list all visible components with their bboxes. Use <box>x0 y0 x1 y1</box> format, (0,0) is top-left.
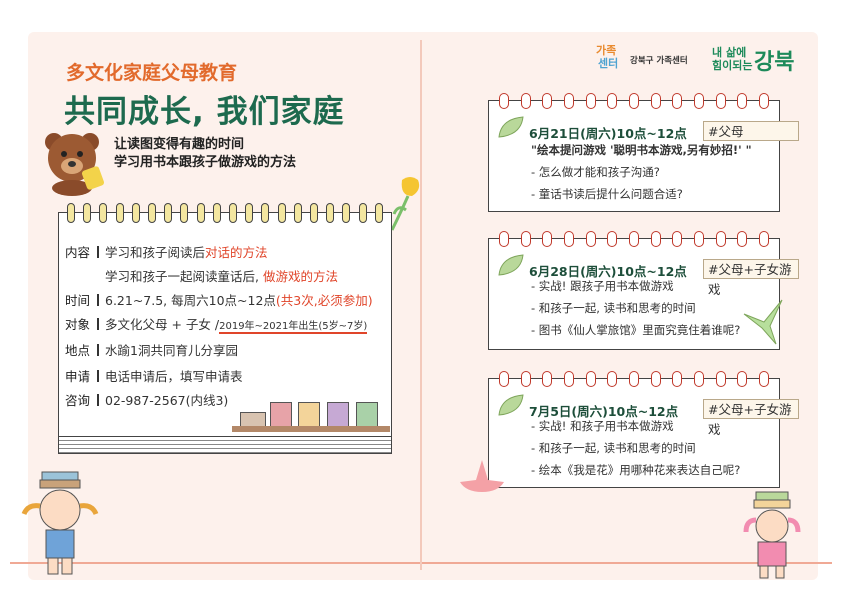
flower-icon <box>390 177 420 231</box>
content-highlight-1: 对话的方法 <box>205 245 268 260</box>
info-content-row-2: 学习和孩子一起阅读童话后, 做游戏的方法 <box>105 269 338 285</box>
target-note: 2019年~2021年出生(5岁~7岁) <box>219 321 368 334</box>
tagline-line-2: 学习用书本跟孩子做游戏的方法 <box>114 155 297 170</box>
info-place-row: 地点水踰1洞共同育儿分享园 <box>65 343 238 359</box>
session-item: - 和孩子一起, 读书和思考的时间 <box>531 301 696 315</box>
leaf-icon <box>498 116 524 138</box>
tagline: 让读图变得有趣的时间 学习用书本跟孩子做游戏的方法 <box>114 136 296 172</box>
slogan-line-2: 힘이되는 <box>712 59 753 72</box>
child-reading-right-icon <box>743 491 801 579</box>
notepad-bottom-pages <box>59 436 391 453</box>
svg-text:센터: 센터 <box>598 56 618 70</box>
session-item: - 绘本《我是花》用哪种花来表达自己呢? <box>531 463 741 477</box>
child-reading-left-icon <box>21 471 99 575</box>
card-rings <box>499 231 769 247</box>
paper-bird-icon <box>743 299 783 345</box>
session-date: 6月21日(周六)10点~12点 <box>529 126 687 141</box>
place-value: 水踰1洞共同育儿分享园 <box>105 343 238 358</box>
session-title: "绘本提问游戏 '聪明书本游戏,另有妙招!' " <box>531 143 752 157</box>
session-item: - 实战! 和孩子用书本做游戏 <box>531 419 674 433</box>
leaf-icon <box>498 254 524 276</box>
place-label: 地点 <box>65 343 91 358</box>
svg-text:가족: 가족 <box>596 43 616 57</box>
card-rings <box>499 371 769 387</box>
center-name: 강북구 가족센터 <box>630 56 688 66</box>
session-item: - 图书《仙人掌旅馆》里面究竟住着谁呢? <box>531 323 741 337</box>
session-card-3: 7月5日(周六)10点~12点 #父母+子女游戏 - 实战! 和孩子用书本做游戏… <box>488 371 799 488</box>
session-date: 7月5日(周六)10点~12点 <box>529 404 679 419</box>
notepad-rings <box>59 203 391 223</box>
target-label: 对象 <box>65 317 91 332</box>
session-card-1: 6月21日(周六)10点~12点 #父母 "绘本提问游戏 '聪明书本游戏,另有妙… <box>488 93 799 212</box>
card-rings <box>499 93 769 109</box>
session-item: - 实战! 跟孩子用书本做游戏 <box>531 279 674 293</box>
book-purple-icon <box>327 402 349 428</box>
session-item: - 童话书读后提什么问题合适? <box>531 187 683 201</box>
contact-value: 02-987-2567(内线3) <box>105 393 229 408</box>
session-item: - 和孩子一起, 读书和思考的时间 <box>531 441 696 455</box>
family-center-logo-icon: 가족 센터 <box>596 43 618 70</box>
session-tag: #父母+子女游戏 <box>703 399 799 437</box>
bookshelf <box>232 426 390 432</box>
apply-label: 申请 <box>65 369 91 384</box>
book-yellow-icon <box>298 402 320 428</box>
gangbuk-brand: 강북 <box>754 50 795 75</box>
apply-value: 电话申请后，填写申请表 <box>105 369 243 384</box>
content-text-1: 学习和孩子阅读后 <box>105 245 206 260</box>
book-green-icon <box>356 402 378 428</box>
book-spine <box>420 40 422 570</box>
session-tag: #父母+子女游戏 <box>703 259 799 297</box>
content-label: 内容 <box>65 245 91 260</box>
leaf-icon <box>498 394 524 416</box>
time-value: 6.21~7.5, 每周六10点~12点 <box>105 293 276 308</box>
info-time-row: 时间 6.21~7.5, 每周六10点~12点(共3次,必须参加) <box>65 293 373 309</box>
content-text-2: 学习和孩子一起阅读童话后, <box>105 269 263 284</box>
contact-label: 咨询 <box>65 393 91 408</box>
info-content-row: 内容学习和孩子阅读后对话的方法 <box>65 245 268 261</box>
book-pink-icon <box>270 402 292 428</box>
session-card-2: 6月28日(周六)10点~12点 #父母+子女游戏 - 实战! 跟孩子用书本做游… <box>488 231 799 350</box>
time-label: 时间 <box>65 293 91 308</box>
info-apply-row: 申请电话申请后，填写申请表 <box>65 369 243 385</box>
slogan-line-1: 내 삶에 <box>712 46 747 59</box>
time-note: (共3次,必须参加) <box>275 293 373 308</box>
content-highlight-2: 做游戏的方法 <box>262 269 338 284</box>
teddy-bear-icon <box>45 133 105 196</box>
session-date: 6月28日(周六)10点~12点 <box>529 264 687 279</box>
paper-boat-icon <box>460 460 504 492</box>
poster-subtitle: 多文化家庭父母教育 <box>66 62 238 84</box>
target-value: 多文化父母 + 子女 / <box>105 317 220 332</box>
info-contact-row: 咨询 02-987-2567(内线3) <box>65 393 228 409</box>
session-item: - 怎么做才能和孩子沟通? <box>531 165 660 179</box>
info-target-row: 对象多文化父母 + 子女 /2019年~2021年出生(5岁~7岁) <box>65 317 368 335</box>
gangbuk-slogan: 내 삶에 힘이되는 <box>712 46 752 72</box>
poster-title: 共同成长, 我们家庭 <box>64 94 345 130</box>
session-tag: #父母 <box>703 121 799 141</box>
tagline-line-1: 让读图变得有趣的时间 <box>114 137 245 152</box>
center-logo: 가족 센터 <box>594 42 630 70</box>
